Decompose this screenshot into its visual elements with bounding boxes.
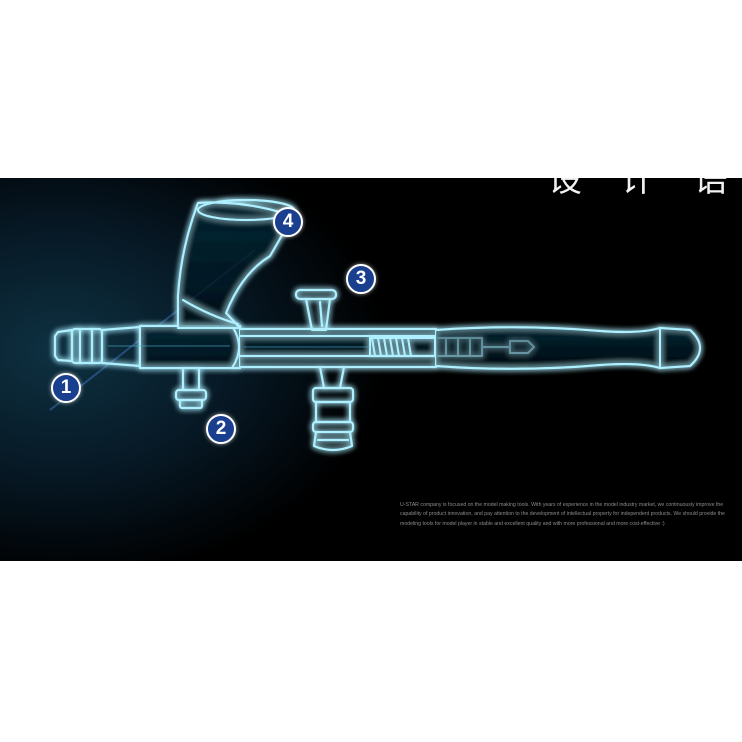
air-connector (311, 365, 355, 452)
airbrush-illustration (49, 198, 702, 452)
fluid-screw (174, 366, 208, 410)
trigger (294, 288, 338, 332)
callout-badge-4: 4 (273, 207, 303, 237)
banner-heading: 设 计 语 言 (548, 178, 742, 200)
callout-badge-2: 2 (206, 414, 236, 444)
callout-badge-1: 1 (51, 373, 81, 403)
company-description: U-STAR company is focused on the model m… (400, 502, 725, 527)
nozzle-cap (53, 325, 142, 368)
product-banner: 设 计 语 言 (0, 178, 742, 561)
color-cup (176, 198, 296, 330)
callout-badge-3: 3 (346, 264, 376, 294)
handle (434, 326, 702, 370)
